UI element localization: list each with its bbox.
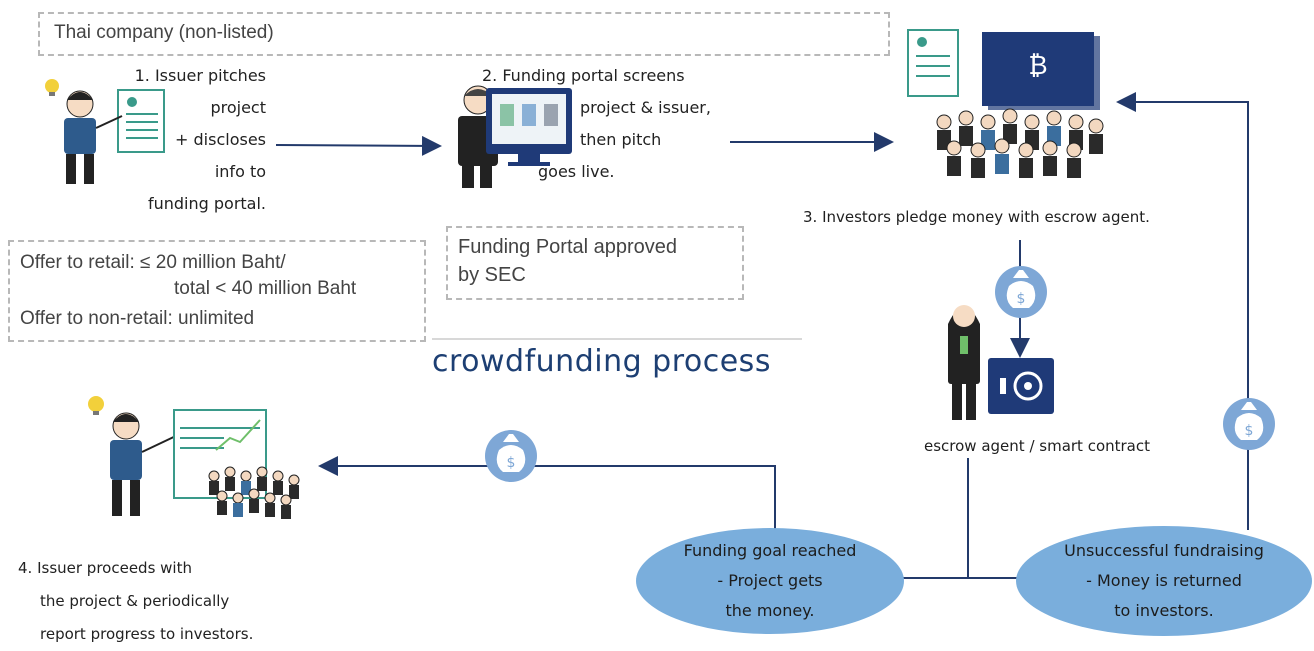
- step2-line: 2. Funding portal screens: [482, 66, 685, 85]
- ellipse-goal-reached: Funding goal reached - Project gets the …: [636, 528, 904, 634]
- offer-nonretail: Offer to non-retail: unlimited: [20, 308, 255, 329]
- line-goal-to-issuer: [318, 456, 776, 535]
- goal-line: Funding goal reached: [683, 541, 857, 560]
- money-bag-icon: $: [485, 430, 537, 482]
- svg-text:$: $: [1245, 423, 1254, 439]
- escrow-label: escrow agent / smart contract: [924, 437, 1150, 455]
- step2-line: project & issuer,: [580, 98, 711, 117]
- presenter-icon: [45, 79, 165, 184]
- document-icon: [907, 29, 959, 97]
- step1-line: info to: [214, 162, 266, 181]
- header-box: Thai company (non-listed): [38, 12, 890, 56]
- step4-text: 4. Issuer proceeds with the project & pe…: [18, 552, 253, 651]
- portal-approved-box: Funding Portal approved by SEC: [446, 226, 744, 300]
- portal-screener-icon: [458, 85, 572, 188]
- unsuccessful-line: - Money is returned: [1086, 571, 1242, 590]
- offer-box: Offer to retail: ≤ 20 million Baht/ tota…: [8, 240, 426, 342]
- header-box-text: Thai company (non-listed): [54, 22, 274, 43]
- crowd-icon: [936, 108, 1104, 178]
- document-icon: [117, 89, 165, 153]
- crowd-icon: [208, 466, 300, 519]
- svg-text:$: $: [507, 455, 516, 471]
- unsuccessful-line: to investors.: [1114, 601, 1214, 620]
- computer-monitor-icon: [486, 88, 572, 166]
- portal-approved-line1: Funding Portal approved: [458, 236, 678, 258]
- investors-crowd-icon: ₿: [907, 29, 1104, 178]
- escrow-agent-icon: [948, 305, 1054, 420]
- ellipse-unsuccessful: Unsuccessful fundraising - Money is retu…: [1016, 526, 1312, 636]
- safe-icon: [988, 358, 1054, 414]
- lightbulb-icon: [88, 396, 104, 415]
- arrow-step1-to-step2: [275, 135, 442, 156]
- portal-approved-line2: by SEC: [458, 264, 526, 286]
- diagram-title: crowdfunding process: [432, 338, 812, 379]
- issuer-report-icon: [88, 396, 300, 519]
- step1-line: + discloses: [175, 130, 266, 149]
- svg-text:₿: ₿: [1028, 51, 1047, 81]
- goal-line: the money.: [725, 601, 815, 620]
- step2-line: then pitch: [580, 130, 662, 149]
- offer-retail-label: Offer to retail:: [20, 252, 135, 273]
- step2-text: 2. Funding portal screens project & issu…: [470, 60, 740, 188]
- unsuccessful-line: Unsuccessful fundraising: [1064, 541, 1264, 560]
- money-bag-icon: $: [1223, 398, 1275, 450]
- goal-line: - Project gets: [717, 571, 823, 590]
- diagram-title-text: crowdfunding process: [432, 344, 771, 379]
- lightbulb-icon: [45, 79, 59, 96]
- line-refund-to-investors: [1116, 92, 1249, 530]
- step1-text: 1. Issuer pitches project + discloses in…: [100, 60, 266, 220]
- step4-line: 4. Issuer proceeds with: [18, 559, 192, 577]
- offer-retail-value: ≤ 20 million Baht/: [140, 252, 286, 273]
- step1-line: project: [210, 98, 266, 117]
- offer-retail-total: total < 40 million Baht: [174, 278, 357, 299]
- chart-board-icon: [173, 409, 267, 499]
- bitcoin-banner-icon: ₿: [982, 32, 1100, 110]
- money-bag-icon: $: [995, 266, 1047, 318]
- svg-text:$: $: [1017, 291, 1026, 307]
- step1-line: 1. Issuer pitches: [134, 66, 266, 85]
- step4-line: report progress to investors.: [40, 625, 254, 643]
- step4-line: the project & periodically: [40, 592, 230, 610]
- step1-line: funding portal.: [147, 194, 266, 213]
- step3-text: 3. Investors pledge money with escrow ag…: [803, 208, 1150, 226]
- step2-line: goes live.: [538, 162, 615, 181]
